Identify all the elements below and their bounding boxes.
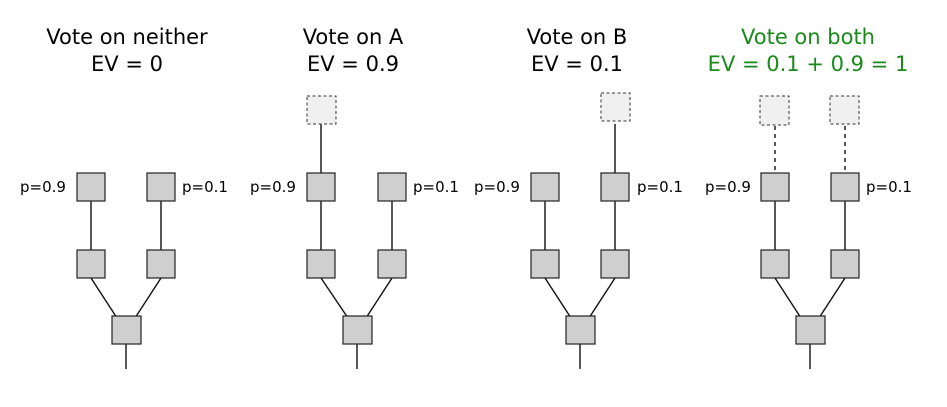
panel-3-title-line2: EV = 0.1	[531, 52, 623, 76]
panel-4-tree: p=0.9 p=0.1	[705, 95, 912, 369]
panel-4-node-left-mid	[760, 249, 790, 279]
panel-4-title: Vote on both EV = 0.1 + 0.9 = 1	[683, 24, 933, 78]
panel-2-title-line1: Vote on A	[302, 25, 404, 49]
panel-3-node-right-mid	[600, 249, 630, 279]
panel-2-title-line2: EV = 0.9	[307, 52, 399, 76]
panel-4-node-left-top	[760, 172, 790, 202]
panel-3-node-root	[565, 315, 596, 345]
panel-1-tree: p=0.9 p=0.1	[20, 172, 228, 369]
panel-4-node-right-mid	[830, 249, 860, 279]
panel-1-title: Vote on neither EV = 0	[27, 24, 227, 78]
panel-2-left-prob: p=0.9	[250, 178, 296, 196]
panel-4-ghost-node-b	[829, 95, 860, 125]
panel-2-node-right-top	[377, 172, 407, 202]
panel-3-title: Vote on B EV = 0.1	[477, 24, 677, 78]
panel-1-title-line2: EV = 0	[91, 52, 163, 76]
panel-3-node-left-top	[530, 172, 560, 202]
panel-2-node-right-mid	[377, 249, 407, 279]
panel-3-tree: p=0.9 p=0.1	[474, 92, 683, 369]
panel-2-tree: p=0.9 p=0.1	[250, 95, 459, 369]
panel-2-ghost-node-a	[306, 95, 337, 125]
panel-3-ghost-node-b	[600, 92, 631, 122]
panel-4-title-line2: EV = 0.1 + 0.9 = 1	[707, 52, 909, 76]
panel-1-node-left-top	[76, 172, 106, 202]
panel-4-node-right-top	[830, 172, 860, 202]
panel-1-right-prob: p=0.1	[182, 178, 228, 196]
panel-3-left-prob: p=0.9	[474, 178, 520, 196]
panel-4-right-prob: p=0.1	[866, 178, 912, 196]
panel-1-node-left-mid	[76, 249, 106, 279]
panel-2-title: Vote on A EV = 0.9	[253, 24, 453, 78]
panel-1-title-line1: Vote on neither	[46, 25, 208, 49]
panel-2-node-left-mid	[306, 249, 336, 279]
panel-1-node-root	[111, 315, 142, 345]
panel-4-ghost-node-a	[759, 95, 790, 126]
panel-3-title-line1: Vote on B	[526, 25, 628, 49]
panel-2-node-root	[342, 315, 373, 345]
panel-2-right-prob: p=0.1	[413, 178, 459, 196]
panel-2-node-left-top	[306, 172, 336, 202]
panel-1-left-prob: p=0.9	[20, 178, 66, 196]
panel-4-title-line1: Vote on both	[741, 25, 875, 49]
panel-3-node-right-top	[600, 172, 630, 202]
panel-3-node-left-mid	[530, 249, 560, 279]
panel-3-right-prob: p=0.1	[637, 178, 683, 196]
panel-1-node-right-mid	[146, 249, 176, 279]
panel-1-node-right-top	[146, 172, 176, 202]
panel-4-left-prob: p=0.9	[705, 178, 751, 196]
panel-4-node-root	[795, 315, 826, 345]
